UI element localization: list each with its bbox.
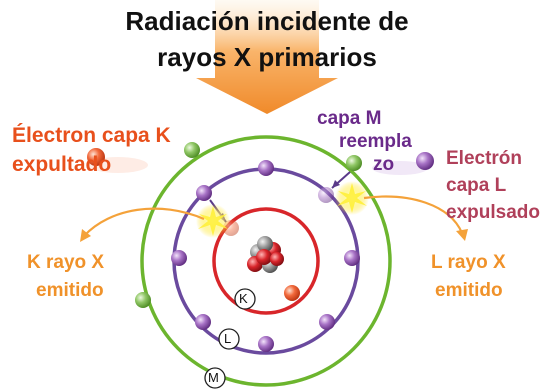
electron-l — [258, 160, 274, 176]
emitted-xray-arrow-icon — [363, 195, 464, 234]
electron-k — [284, 285, 300, 301]
l-ray-label-line-2: emitido — [435, 280, 503, 301]
electron-m — [346, 155, 362, 171]
incident-xray-arrow-icon — [196, 0, 338, 114]
page-title-line-1: Radiación incidente de — [125, 6, 409, 36]
shell-k-letter: K — [239, 291, 248, 306]
electron-k-label-line-2: expultado — [12, 153, 112, 176]
nucleus-icon — [247, 236, 284, 273]
electron-l — [196, 185, 212, 201]
electron-l-faded — [318, 187, 334, 203]
electron-l — [258, 336, 274, 352]
electron-l — [195, 314, 211, 330]
ejected-l-electron — [372, 152, 434, 175]
electron-l — [344, 250, 360, 266]
k-ray-label-line-1: K rayo X — [27, 252, 105, 273]
shell-m-ring — [140, 135, 392, 387]
shell-l-electrons — [171, 160, 360, 352]
electron-l-label-line-3: expulsado — [446, 202, 540, 223]
starburst-icon — [335, 181, 369, 215]
shell-m-letter: M — [208, 370, 219, 385]
ejected-k-electron — [87, 148, 148, 173]
electron-l-label-line-1: Electrón — [446, 148, 523, 169]
electron-l — [171, 250, 187, 266]
electron-l — [319, 314, 335, 330]
electron-m — [135, 292, 151, 308]
electron-m — [184, 142, 200, 158]
shell-l-letter: L — [224, 331, 232, 346]
emitted-xray-arrow-icon — [83, 207, 205, 237]
electron-k-label-line-1: Électron capa K — [12, 124, 171, 147]
capa-m-label-line-1: capa M — [317, 108, 382, 129]
shell-m-marker — [204, 367, 226, 389]
k-ray-label-line-2: emitido — [36, 280, 104, 301]
page-title-line-2: rayos X primarios — [157, 42, 377, 72]
shell-m-electrons — [135, 142, 362, 308]
capa-m-label-line-3: zo — [373, 154, 395, 175]
shell-k-marker — [234, 288, 256, 310]
starburst-icon — [196, 204, 230, 238]
shell-k-ring — [212, 207, 320, 315]
capa-m-label-line-2: reempla — [339, 131, 412, 152]
shell-l-marker — [218, 328, 240, 350]
l-ray-label-line-1: L rayo X — [431, 252, 506, 273]
electron-l-label-line-2: capa L — [446, 175, 507, 196]
